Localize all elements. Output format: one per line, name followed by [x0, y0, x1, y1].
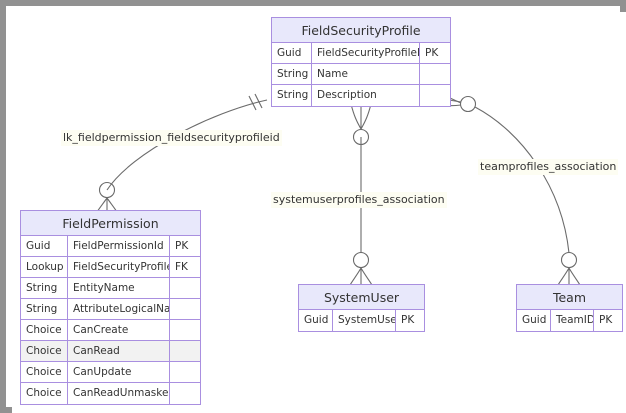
attribute-type: Guid — [517, 310, 551, 331]
attribute-key — [420, 64, 450, 84]
attribute-name: CanCreate — [68, 320, 170, 340]
attribute-row[interactable]: Guid SystemUserId PK — [299, 310, 424, 331]
attribute-type: String — [21, 299, 68, 319]
attribute-name: CanRead — [68, 341, 170, 361]
attribute-key — [420, 85, 450, 106]
entity-fieldsecurityprofile[interactable]: FieldSecurityProfile Guid FieldSecurityP… — [271, 17, 451, 107]
attribute-name: CanUpdate — [68, 362, 170, 382]
attribute-type: Choice — [21, 320, 68, 340]
attribute-type: Choice — [21, 383, 68, 404]
attribute-row[interactable]: Lookup FieldSecurityProfileId FK — [21, 257, 200, 278]
entity-systemuser[interactable]: SystemUser Guid SystemUserId PK — [298, 284, 425, 332]
attribute-name: SystemUserId — [333, 310, 396, 331]
entity-title-team[interactable]: Team — [517, 285, 622, 310]
attribute-row[interactable]: Guid FieldSecurityProfileId PK — [272, 43, 450, 64]
entity-team[interactable]: Team Guid TeamID PK — [516, 284, 623, 332]
attribute-name: FieldPermissionId — [68, 236, 170, 256]
attribute-name: CanReadUnmasked — [68, 383, 170, 404]
attribute-key: PK — [401, 314, 415, 326]
attribute-type: Choice — [21, 341, 68, 361]
attribute-key: PK — [425, 47, 439, 59]
attribute-type: Guid — [21, 236, 68, 256]
relationship-label-teamprofiles-association[interactable]: teamprofiles_association — [478, 159, 619, 175]
attribute-row[interactable]: Guid FieldPermissionId PK — [21, 236, 200, 257]
attribute-name: AttributeLogicalName — [68, 299, 170, 319]
attribute-row[interactable]: Guid TeamID PK — [517, 310, 622, 331]
attribute-row[interactable]: Choice CanUpdate — [21, 362, 200, 383]
attribute-key — [170, 341, 200, 361]
relationship-label-lk-fieldpermission-fieldsecurityprofileid[interactable]: lk_fieldpermission_fieldsecurityprofilei… — [61, 130, 282, 146]
attribute-type: Guid — [272, 43, 312, 63]
attribute-name: Description — [312, 85, 420, 106]
attribute-type: String — [21, 278, 68, 298]
attribute-name: FieldSecurityProfileId — [68, 257, 170, 277]
attribute-row[interactable]: Choice CanRead — [21, 341, 200, 362]
attribute-row[interactable]: String Description — [272, 85, 450, 106]
diagram-surface[interactable]: lk_fieldpermission_fieldsecurityprofilei… — [12, 12, 626, 413]
attribute-row[interactable]: String EntityName — [21, 278, 200, 299]
attribute-key — [170, 320, 200, 340]
attribute-name: EntityName — [68, 278, 170, 298]
attribute-name: TeamID — [551, 310, 594, 331]
attribute-key — [170, 299, 200, 319]
entity-title-fieldsecurityprofile[interactable]: FieldSecurityProfile — [272, 18, 450, 43]
attribute-name: FieldSecurityProfileId — [312, 43, 420, 63]
connector-lk-fieldpermission-fieldsecurityprofileid — [94, 93, 268, 216]
attribute-key — [170, 362, 200, 382]
connector-teamprofiles-association — [436, 91, 581, 286]
attribute-key — [170, 383, 200, 404]
attribute-type: Lookup — [21, 257, 68, 277]
attribute-type: Guid — [299, 310, 333, 331]
attribute-type: String — [272, 64, 312, 84]
attribute-key: PK — [599, 314, 613, 326]
attribute-name: Name — [312, 64, 420, 84]
attribute-key: PK — [175, 240, 189, 252]
attribute-row[interactable]: String Name — [272, 64, 450, 85]
attribute-key — [170, 278, 200, 298]
attribute-row[interactable]: Choice CanCreate — [21, 320, 200, 341]
entity-fieldpermission[interactable]: FieldPermission Guid FieldPermissionId P… — [20, 210, 201, 405]
attribute-key: FK — [175, 261, 188, 273]
relationship-label-systemuserprofiles-association[interactable]: systemuserprofiles_association — [271, 192, 447, 208]
attribute-row[interactable]: Choice CanReadUnmasked — [21, 383, 200, 404]
attribute-type: Choice — [21, 362, 68, 382]
entity-title-systemuser[interactable]: SystemUser — [299, 285, 424, 310]
attribute-type: String — [272, 85, 312, 106]
attribute-row[interactable]: String AttributeLogicalName — [21, 299, 200, 320]
entity-title-fieldpermission[interactable]: FieldPermission — [21, 211, 200, 236]
